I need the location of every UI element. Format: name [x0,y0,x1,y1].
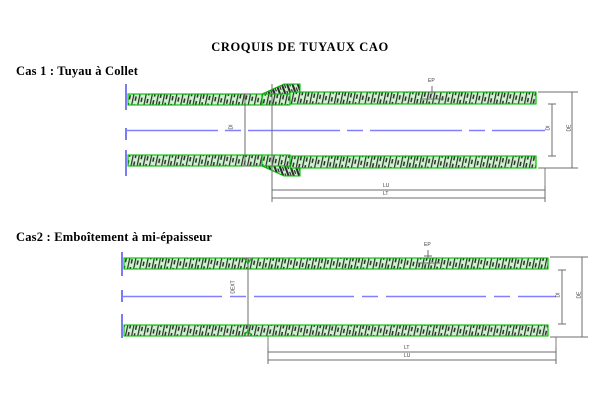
figure-caption-case-1: Cas 1 : Tuyau à Collet [16,64,139,78]
dimension-label-ep-case1: EP [428,78,435,84]
collet-flare-upper-case1 [261,83,301,95]
pipe-wall-lower-right-case2 [247,324,549,337]
dimension-label-de-right-case2: DE [576,291,583,299]
collet-flare-lower-case1 [261,165,301,177]
socket-joint-step-lower-case2 [243,329,253,337]
dimension-label-de-right-case1: DE [566,124,573,132]
pipe-wall-lower-left-case2 [123,324,249,337]
figure-case-2 [121,250,588,364]
dimension-label-dext-case2: DEXT [230,280,237,294]
dimension-label-ep-case2: EP [424,242,431,248]
dimension-label-lu-case2: LU [404,353,411,359]
pipe-wall-upper-collet-base-case1 [261,93,291,106]
pipe-wall-lower-barrel-case1 [127,154,263,167]
pipe-wall-upper-right-case2 [247,257,549,270]
dimension-label-di-right-case2: DI [555,292,562,298]
dimension-label-lt-case2: LT [404,345,410,351]
pipe-wall-upper-barrel-case1 [127,93,263,106]
dimension-label-lu-case1: LU [383,183,390,189]
dimension-label-lt-case1: LT [383,191,389,197]
page-title: CROQUIS DE TUYAUX CAO [211,40,389,54]
figure-case-1 [125,83,578,202]
socket-joint-step-upper-case2 [243,257,253,265]
pipe-wall-upper-right-case1 [289,91,537,105]
dimension-label-di-case1: DI [228,124,235,130]
dimension-label-di-right-case1: DI [545,125,552,131]
pipe-wall-upper-left-case2 [123,257,249,270]
figure-caption-case-2: Cas2 : Emboîtement à mi-épaisseur [16,230,213,244]
pipe-wall-lower-collet-base-case1 [261,154,291,167]
pipe-wall-lower-right-case1 [289,155,537,169]
